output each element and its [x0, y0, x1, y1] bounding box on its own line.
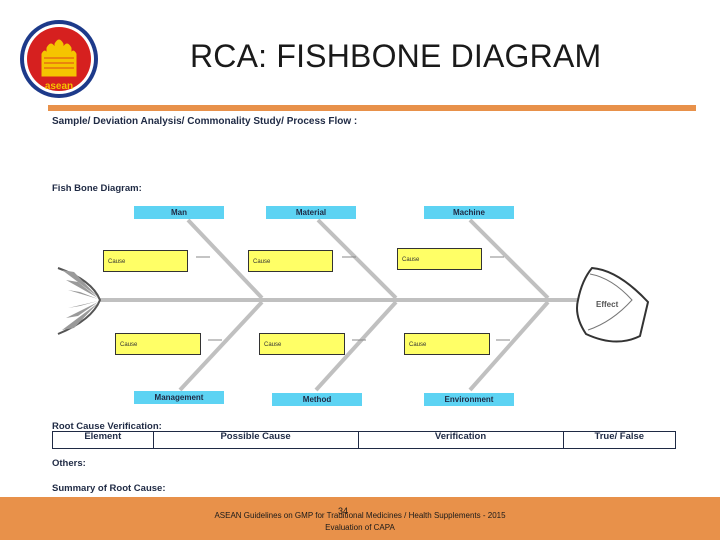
summary-label: Summary of Root Cause:	[52, 483, 166, 494]
table-row: Element Possible Cause Verification True…	[53, 432, 676, 449]
others-label: Others:	[52, 458, 86, 469]
category-machine: Machine	[424, 206, 514, 219]
category-material: Material	[266, 206, 356, 219]
footer-line1: ASEAN Guidelines on GMP for Traditional …	[0, 511, 720, 520]
cause-box[interactable]: Cause	[115, 333, 201, 355]
column-header: Possible Cause	[153, 432, 358, 449]
category-man: Man	[134, 206, 224, 219]
cause-box[interactable]: Cause	[248, 250, 333, 272]
category-management: Management	[134, 391, 224, 404]
cause-box[interactable]: Cause	[103, 250, 188, 272]
page-number: 34	[338, 506, 348, 516]
footer-line2: Evaluation of CAPA	[0, 523, 720, 532]
cause-box[interactable]: Cause	[397, 248, 482, 270]
category-environment: Environment	[424, 393, 514, 406]
effect-label: Effect	[596, 300, 618, 309]
column-header: True/ False	[563, 432, 675, 449]
category-method: Method	[272, 393, 362, 406]
column-header: Element	[53, 432, 154, 449]
column-header: Verification	[358, 432, 563, 449]
cause-box[interactable]: Cause	[404, 333, 490, 355]
rcv-table: Element Possible Cause Verification True…	[52, 431, 676, 449]
cause-box[interactable]: Cause	[259, 333, 345, 355]
